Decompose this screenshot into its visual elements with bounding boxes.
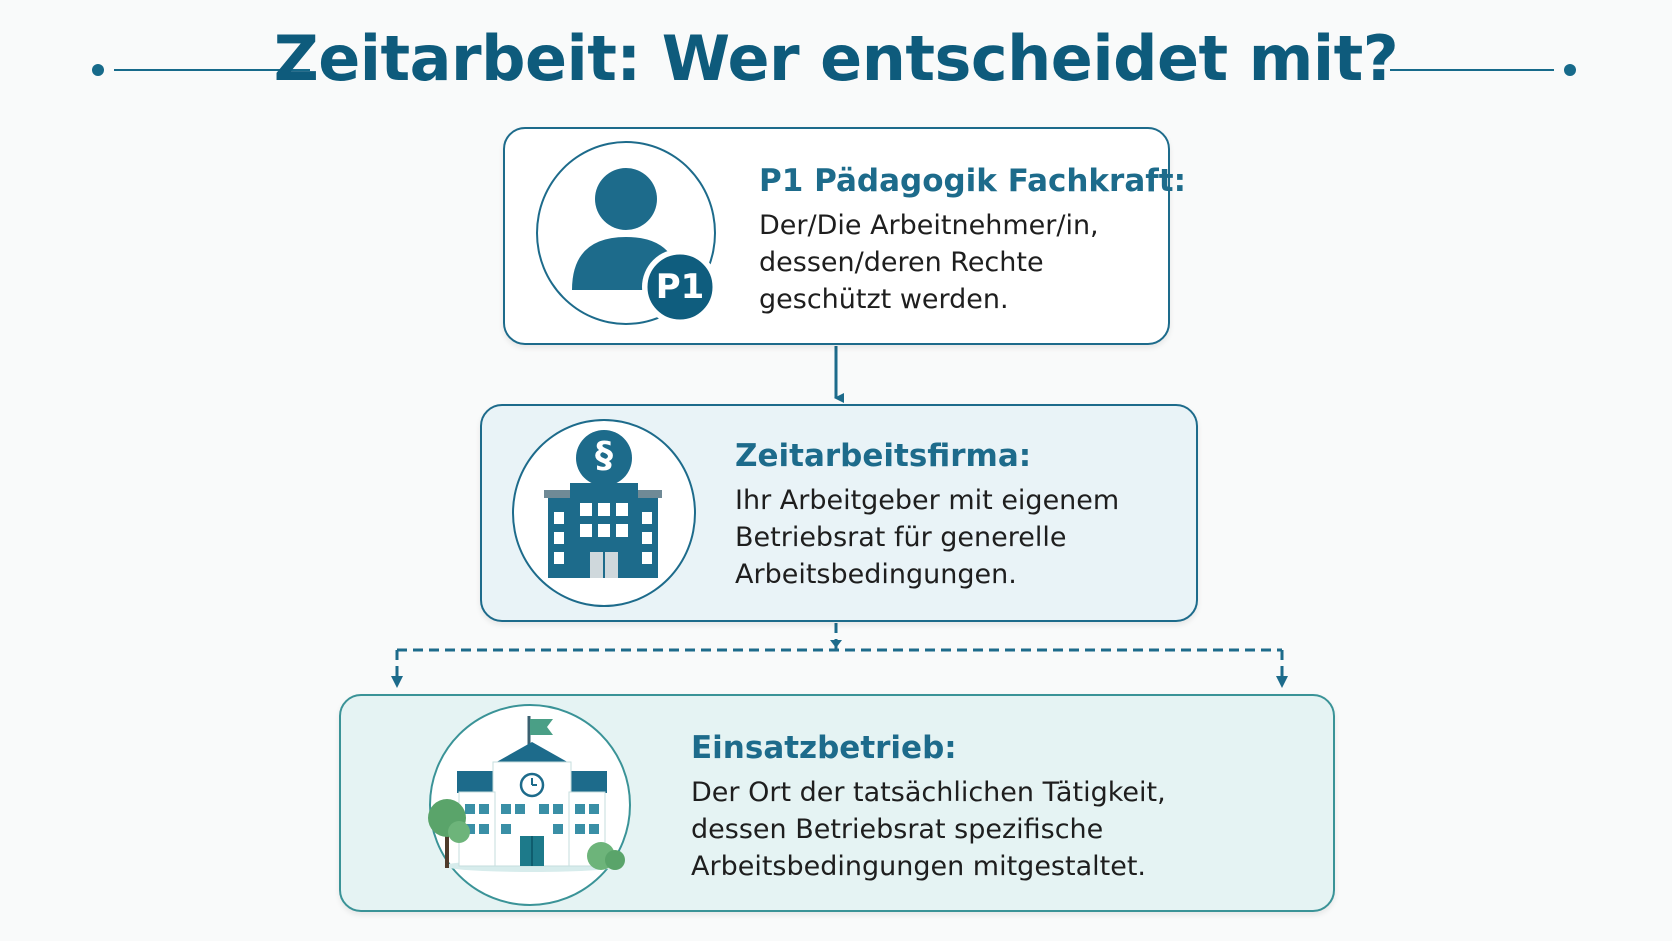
card-description: Der Ort der tatsächlichen Tätigkeit, des… [691,777,1166,882]
title-left-dot [92,64,104,76]
title-left-line [114,69,310,71]
school-building-icon [428,704,631,906]
dashed-split-connector [395,623,1284,682]
office-building-icon: § [512,419,696,607]
card-title: P1 Pädagogik Fachkraft: [759,163,1186,199]
paragraph-emblem: § [595,435,613,476]
arrowhead-right [1276,676,1288,688]
card-title: Einsatzbetrieb: [691,730,957,766]
card-p1-fachkraft: P1 P1 Pädagogik Fachkraft: Der/Die Arbei… [503,127,1186,345]
title-right-dot [1564,64,1576,76]
arrowhead-center [830,640,842,648]
card-zeitarbeitsfirma: § Zeitarbeitsfirma: Ihr Arbeitgeber mit … [480,404,1198,622]
card-description: Ihr Arbeitgeber mit eigenem Betriebsrat … [735,485,1120,590]
card-title: Zeitarbeitsfirma: [735,438,1032,474]
arrowhead-left [391,676,403,688]
page-title: Zeitarbeit: Wer entscheidet mit? [273,22,1399,95]
card-description: Der/Die Arbeitnehmer/in, dessen/deren Re… [759,210,1099,315]
person-icon: P1 [536,141,718,325]
title-right-line [1390,69,1554,71]
p1-badge: P1 [655,267,705,307]
card-einsatzbetrieb: Einsatzbetrieb: Der Ort der tatsächliche… [339,694,1335,912]
